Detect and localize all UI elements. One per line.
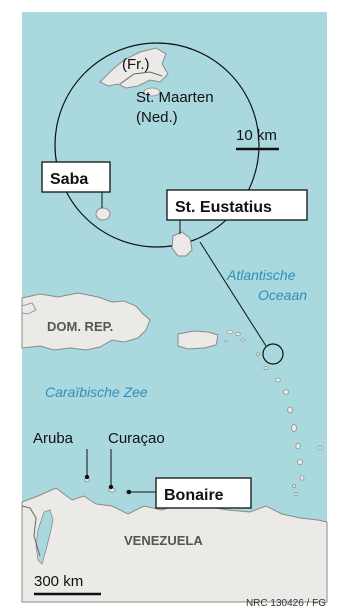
- virgin-islands: [224, 330, 246, 343]
- location-circle: [262, 343, 284, 365]
- connector-line: [199, 241, 267, 347]
- st-martin-border: [119, 71, 163, 85]
- label-fr: (Fr.): [122, 56, 150, 73]
- label-st-maarten: St. Maarten: [136, 89, 214, 106]
- land-haiti-west: [21, 302, 37, 315]
- island-st-martin-south: [143, 87, 161, 97]
- land-st-eustatius: [171, 231, 193, 257]
- land-puerto-rico: [177, 330, 219, 350]
- saba-label: Saba: [50, 171, 88, 188]
- land-hispaniola: [21, 292, 151, 351]
- credit-label: NRC 130426 / FG: [246, 598, 326, 609]
- curacao-dot: [108, 484, 114, 490]
- atlantic-label-1: Atlantische: [226, 267, 296, 283]
- bonaire-label: Bonaire: [164, 487, 224, 504]
- saba-label-box: [41, 161, 111, 193]
- border-line: [21, 505, 41, 557]
- inset-scale-label: 10 km: [236, 127, 277, 144]
- caribbean-label: Caraïbische Zee: [45, 384, 148, 400]
- venezuela-label: VENEZUELA: [124, 533, 203, 548]
- atlantic-label-2: Oceaan: [258, 287, 307, 303]
- aruba-dot: [84, 474, 90, 480]
- land-st-martin: [99, 47, 169, 89]
- st-eustatius-label: St. Eustatius: [175, 199, 272, 216]
- aruba-label: Aruba: [33, 430, 74, 447]
- curacao-label: Curaçao: [108, 430, 165, 447]
- main-scale-label: 300 km: [34, 573, 83, 590]
- land-saba: [95, 207, 111, 221]
- bonaire-label-box: [155, 477, 252, 509]
- lake-maracaibo: [35, 509, 54, 565]
- label-ned: (Ned.): [136, 109, 178, 126]
- bonaire-dot: [126, 489, 132, 495]
- lesser-antilles: [255, 352, 323, 496]
- st-eustatius-label-box: [166, 189, 308, 221]
- dom-rep-label: DOM. REP.: [47, 319, 113, 334]
